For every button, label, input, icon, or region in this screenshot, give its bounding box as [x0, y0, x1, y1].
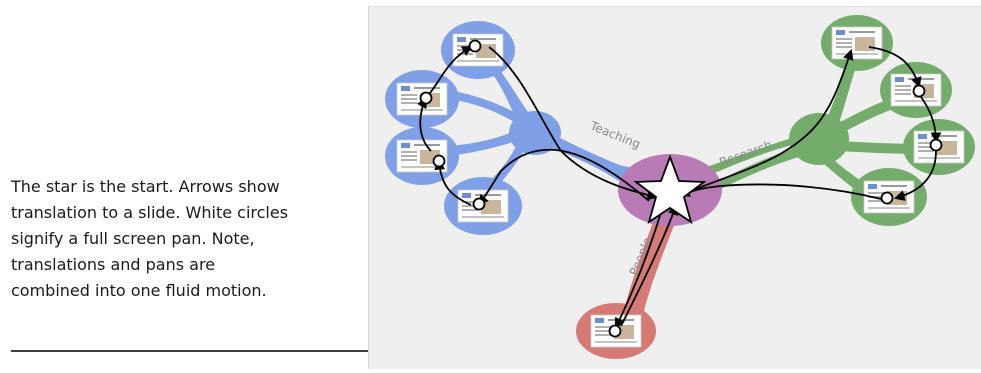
caption-line-1: The star is the start. Arrows show: [11, 177, 280, 196]
white-circle-icon: [608, 324, 622, 338]
navigation-paths: [416, 45, 942, 329]
caption-line-2: translation to a slide. White circles: [11, 203, 289, 222]
leader-line: [11, 342, 404, 360]
mindmap-canvas: Teaching Research People: [385, 15, 975, 359]
white-circle-icon: [468, 39, 482, 53]
caption-line-3: signify a full screen pan. Note,: [11, 229, 255, 248]
caption-line-4: translations and pans are: [11, 255, 216, 274]
white-circle-icon: [432, 154, 446, 168]
star-icon: [633, 154, 707, 225]
white-circle-icon: [929, 138, 943, 152]
caption-line-5: combined into one fluid motion.: [11, 281, 267, 300]
white-circle-icon: [912, 84, 926, 98]
white-circle-icon: [419, 91, 433, 105]
caption: The star is the start. Arrows show trans…: [11, 174, 361, 304]
label-teaching: Teaching: [587, 118, 642, 151]
white-circle-icon: [880, 191, 894, 205]
mindmap-panel: Teaching Research People: [368, 6, 981, 369]
pan-markers: [419, 39, 943, 338]
white-circle-icon: [472, 197, 486, 211]
